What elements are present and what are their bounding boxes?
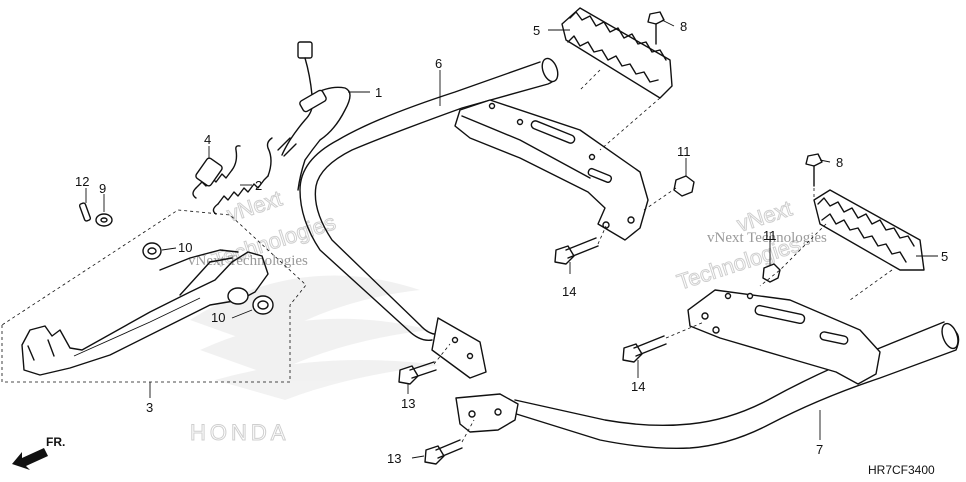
part-11-nut-lower [762,263,781,283]
part-6-step-bar-upper [299,57,649,379]
part-11-nut-upper [673,175,695,197]
watermark-text-right: vNext Technologies [707,230,827,246]
callout-13-upper: 13 [401,396,415,411]
callout-7: 7 [816,442,823,457]
part-8-bolt-lower [805,153,823,187]
callout-8-upper: 8 [680,19,687,34]
part-13-bolt-lower [424,439,463,465]
callout-6: 6 [435,56,442,71]
brand-watermark-text: HONDA [190,420,289,445]
part-7-step-bar-lower [455,289,960,450]
callout-14-upper: 14 [562,284,576,299]
front-direction-arrow-icon: FR. [12,435,65,470]
callout-5-lower: 5 [941,249,948,264]
callout-12: 12 [75,174,89,189]
callout-11-upper: 11 [677,144,691,159]
part-12-cotter-pin [78,202,92,222]
callout-3: 3 [146,400,153,415]
part-3-brake-pedal [1,209,307,383]
callout-9: 9 [99,181,106,196]
front-direction-label: FR. [46,435,65,449]
diagram-code: HR7CF3400 [868,463,935,477]
part-8-bolt-upper [647,11,665,45]
callout-14-lower: 14 [631,379,645,394]
callout-10-lower: 10 [211,310,225,325]
callout-8-lower: 8 [836,155,843,170]
part-5-step-plate-lower [813,189,925,271]
watermark-text-left: vNext Technologies [188,253,308,269]
part-14-bolt-lower [622,335,667,363]
callout-1: 1 [375,85,382,100]
callout-2: 2 [255,178,262,193]
callout-11-lower: 11 [763,228,777,243]
callout-13-lower: 13 [387,451,401,466]
part-13-bolt-upper [398,361,437,385]
callout-5-upper: 5 [533,23,540,38]
part-5-step-plate-upper [561,7,673,99]
leader-lines [85,19,938,459]
part-14-bolt-upper [554,237,599,265]
callout-10-upper: 10 [178,240,192,255]
part-9-washer [95,213,113,227]
part-4-spring [192,145,241,199]
callout-4: 4 [204,132,211,147]
callout-labels: 1 2 3 4 5 5 6 7 8 8 9 10 10 11 11 12 13 … [75,19,948,466]
part-1-switch-harness [277,41,351,191]
